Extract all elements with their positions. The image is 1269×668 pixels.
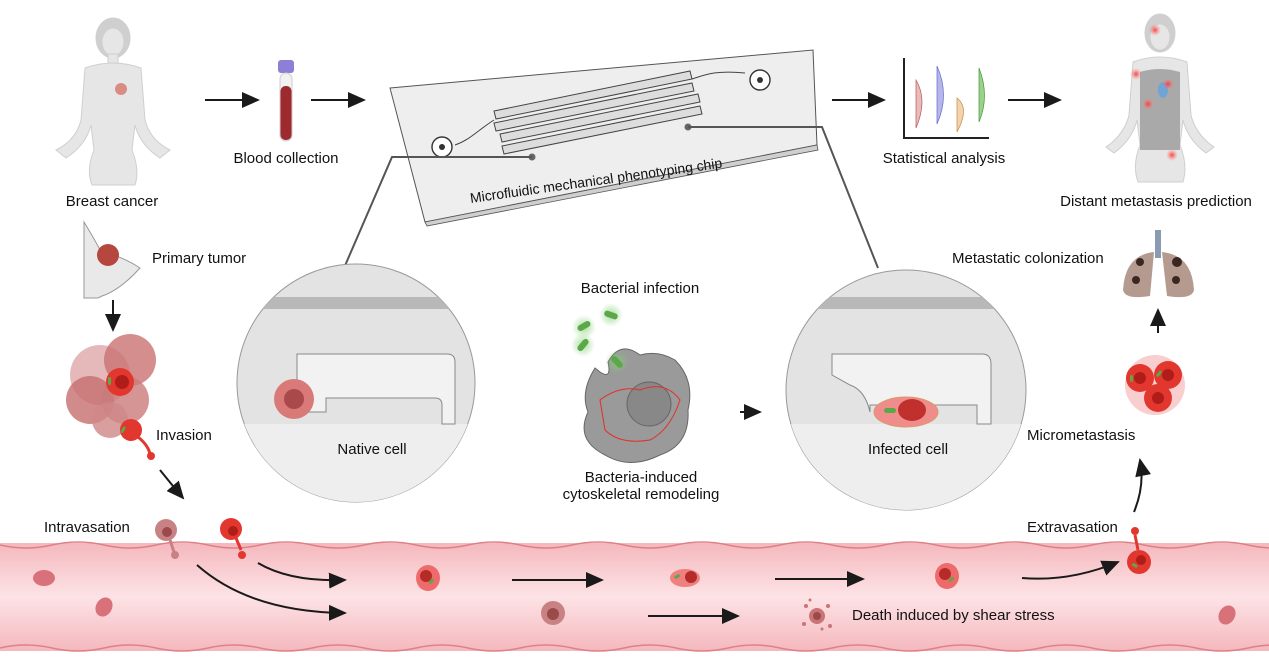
label-distant-metastasis-prediction: Distant metastasis prediction <box>1060 193 1252 210</box>
label-bacterial-infection: Bacterial infection <box>580 280 700 297</box>
intravasating-tumor-cell-icon <box>220 518 246 559</box>
label-shear-death: Death induced by shear stress <box>852 607 1055 624</box>
red-blood-cell-icon <box>95 597 113 617</box>
zoom-line-infected <box>688 126 879 269</box>
red-blood-cell-icon <box>1218 605 1236 625</box>
micrometastasis-icon <box>1125 355 1185 415</box>
woman-silhouette-icon <box>55 17 171 186</box>
arrow-to-micrometastasis <box>1133 458 1151 513</box>
label-statistical-analysis: Statistical analysis <box>882 150 1006 167</box>
intravasating-native-cell-icon <box>155 519 179 559</box>
infected-cell-diagram-icon <box>571 303 691 463</box>
native-cell-zoom-circle <box>236 263 476 503</box>
arrow-to-intravasation <box>159 469 185 500</box>
extravasating-cell-icon <box>1127 527 1151 574</box>
label-metastatic-colonization: Metastatic colonization <box>952 250 1104 267</box>
violin-plot-icon <box>903 58 989 139</box>
tumor-cluster-icon <box>66 334 156 460</box>
label-primary-tumor: Primary tumor <box>152 250 247 267</box>
dead-cell-debris-icon <box>802 598 832 631</box>
label-infected-cell: Infected cell <box>867 441 949 458</box>
label-bacteria-remodeling-2: cytoskeletal remodeling <box>562 486 720 503</box>
label-invasion: Invasion <box>156 427 212 444</box>
zoom-line-native <box>343 156 532 269</box>
label-bacteria-remodeling-1: Bacteria-induced <box>584 469 698 486</box>
circulating-infected-cell-icon <box>416 565 440 591</box>
circulating-infected-cell-2-icon <box>935 563 959 589</box>
label-intravasation: Intravasation <box>44 519 130 536</box>
red-blood-cell-icon <box>33 570 55 586</box>
circulating-native-cell-icon <box>541 601 565 625</box>
microfluidic-chip-icon <box>389 49 819 227</box>
label-micrometastasis: Micrometastasis <box>1027 427 1136 444</box>
label-extravasation: Extravasation <box>1027 519 1118 536</box>
label-breast-cancer: Breast cancer <box>65 193 159 210</box>
arrow-to-extravasation <box>1021 560 1120 580</box>
infected-cell-zoom-circle <box>785 269 1027 511</box>
label-blood-collection: Blood collection <box>233 150 339 167</box>
breast-anatomy-icon <box>83 220 141 299</box>
tumor-marker-icon <box>115 83 127 95</box>
arrow-vessel-upper <box>257 562 347 589</box>
blood-vessel <box>0 541 1269 652</box>
lungs-icon <box>1123 230 1194 298</box>
blood-tube-icon <box>278 60 294 142</box>
deformed-infected-cell-icon <box>670 569 700 587</box>
metastasis-woman-icon <box>1105 13 1215 183</box>
label-native-cell: Native cell <box>337 441 407 458</box>
arrow-vessel-lower <box>196 564 347 621</box>
